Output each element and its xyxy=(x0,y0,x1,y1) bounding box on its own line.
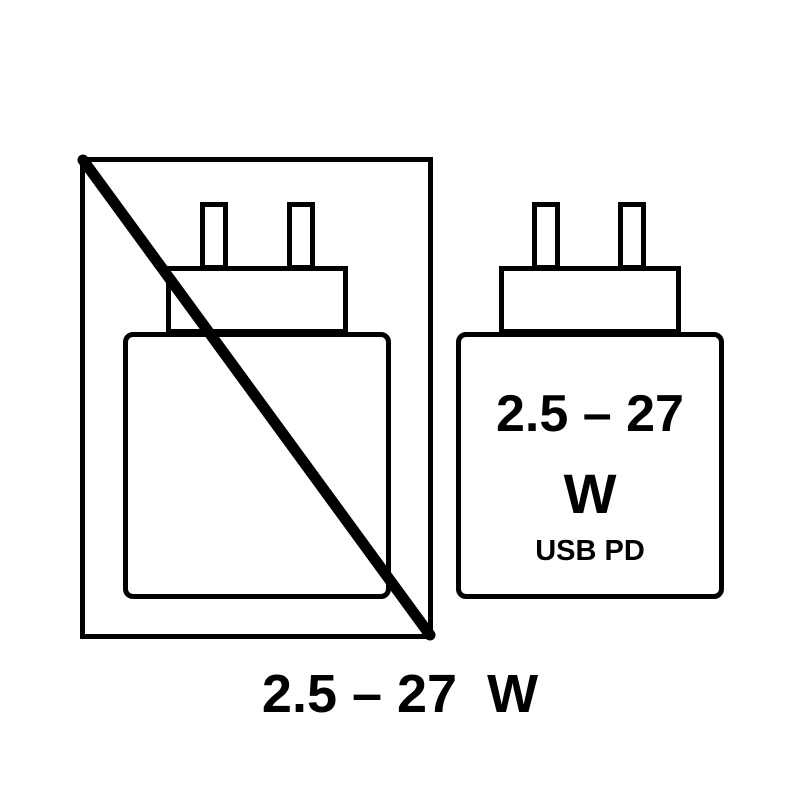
right-charger-prong-right xyxy=(618,202,646,270)
left-charger-prong-right xyxy=(287,202,315,270)
right-charger-prong-left xyxy=(532,202,560,270)
right-charger-unit: W xyxy=(563,462,617,525)
right-charger-body xyxy=(456,332,724,599)
right-charger-protocol: USB PD xyxy=(535,535,645,567)
prohibited-frame xyxy=(80,157,433,639)
right-charger-neck xyxy=(499,266,681,334)
left-charger-neck xyxy=(166,266,348,334)
left-charger-body xyxy=(123,332,391,599)
right-charger-power-range: 2.5 – 27 xyxy=(496,385,684,443)
bottom-power-label: 2.5 – 27 W xyxy=(261,664,539,724)
